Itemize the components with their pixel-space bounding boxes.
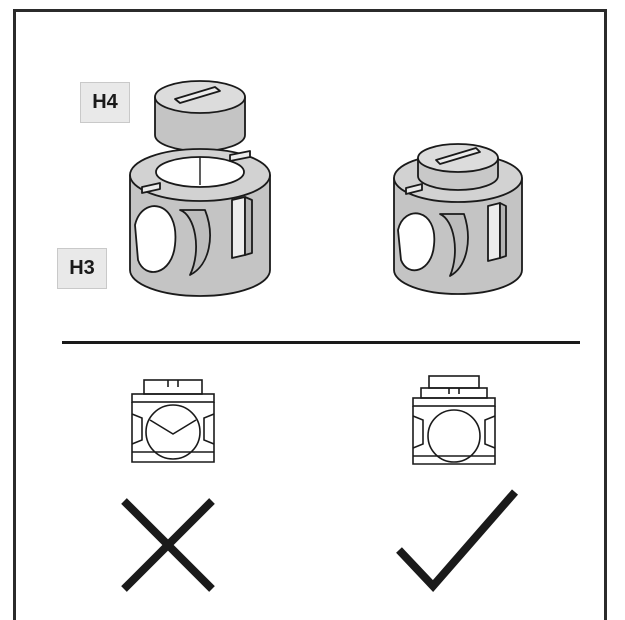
cross-icon — [121, 498, 215, 592]
diagram-frame — [13, 9, 607, 620]
exploded-assembly — [129, 80, 271, 297]
side-view-incorrect — [131, 379, 215, 463]
cap-h4 — [154, 80, 246, 152]
section-divider — [62, 341, 580, 344]
label-h3: H3 — [57, 248, 107, 289]
label-h4: H4 — [80, 82, 130, 123]
assembled-part — [393, 143, 523, 295]
check-icon — [396, 489, 519, 592]
side-view-correct — [412, 375, 496, 465]
body-h3 — [129, 148, 271, 297]
